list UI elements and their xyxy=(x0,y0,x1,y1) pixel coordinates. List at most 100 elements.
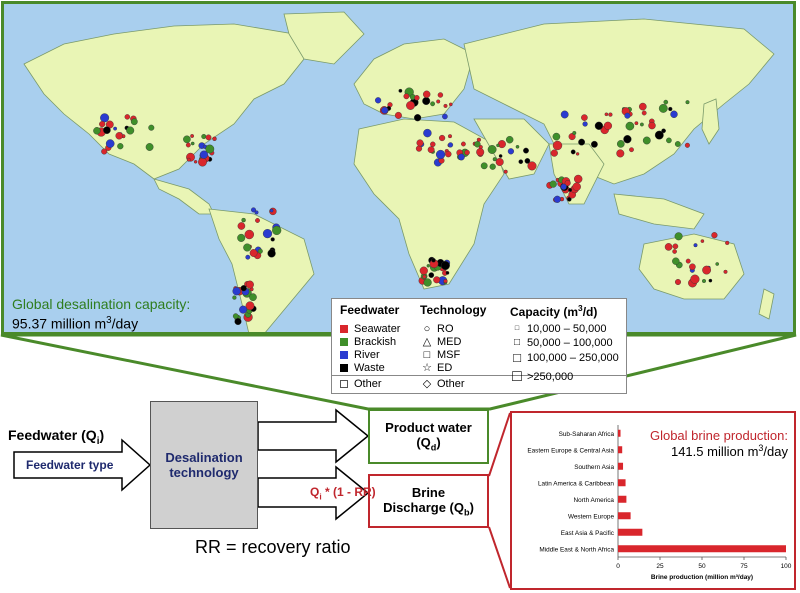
plant-marker xyxy=(663,99,669,105)
plant-marker xyxy=(243,243,252,252)
plant-marker xyxy=(640,122,644,127)
plant-marker xyxy=(661,128,666,134)
legend-tech-med: △MED xyxy=(420,335,462,349)
plant-marker xyxy=(457,153,465,161)
bar xyxy=(618,429,621,437)
plant-marker xyxy=(101,148,108,155)
new-zealand xyxy=(758,288,775,320)
plant-marker xyxy=(642,136,651,145)
plant-marker xyxy=(506,135,514,144)
asia xyxy=(463,18,775,185)
plant-marker xyxy=(581,114,588,121)
legend-tech-other: ◇Other xyxy=(420,377,465,391)
bar xyxy=(618,446,623,454)
plant-marker xyxy=(668,106,673,112)
plant-marker xyxy=(639,102,647,111)
plant-marker xyxy=(616,149,625,158)
legend-capacity-2: □50,000 – 100,000 xyxy=(510,336,613,349)
plant-marker xyxy=(431,258,436,263)
plant-marker xyxy=(674,141,681,147)
plant-marker xyxy=(725,240,730,245)
plant-marker xyxy=(381,106,389,114)
plant-marker xyxy=(489,163,496,170)
plant-marker xyxy=(232,287,241,296)
plant-marker xyxy=(437,92,444,98)
plant-marker xyxy=(113,126,118,131)
land-masses xyxy=(23,11,775,332)
category-label: Southern Asia xyxy=(574,464,614,471)
plant-marker xyxy=(269,208,274,213)
plant-marker xyxy=(675,279,682,286)
plant-marker xyxy=(272,225,282,236)
plant-marker xyxy=(105,139,115,148)
central-america xyxy=(153,178,215,215)
plant-marker xyxy=(564,180,571,187)
bar xyxy=(618,512,631,520)
plant-marker xyxy=(604,112,609,117)
plant-marker xyxy=(480,162,488,170)
plant-marker xyxy=(552,140,563,151)
plant-marker xyxy=(241,217,246,223)
legend-tech-msf: □MSF xyxy=(420,348,461,361)
brine-chart-panel: Global brine production:141.5 million m3… xyxy=(510,411,796,590)
plant-marker xyxy=(244,229,255,240)
plant-marker xyxy=(658,104,668,113)
plant-marker xyxy=(443,279,448,284)
plant-marker xyxy=(239,305,248,314)
plant-marker xyxy=(684,142,690,148)
product-arrow xyxy=(257,408,370,464)
plant-marker xyxy=(232,313,239,319)
plant-marker xyxy=(523,147,529,154)
plant-marker xyxy=(205,134,212,141)
plant-marker xyxy=(240,285,247,292)
swatch xyxy=(340,350,348,359)
category-label: Western Europe xyxy=(568,513,615,520)
legend-tech-ro: ○RO xyxy=(420,322,454,335)
chart-title: Global brine production: xyxy=(650,428,788,443)
x-tick-label: 75 xyxy=(740,563,748,570)
plant-marker xyxy=(439,134,446,142)
plant-marker xyxy=(433,276,441,284)
square-icon: □ xyxy=(423,348,431,361)
chart-subtitle: 141.5 million m3/day xyxy=(671,443,789,459)
plant-marker xyxy=(262,229,273,239)
legend-capacity-1: □10,000 – 50,000 xyxy=(510,322,607,335)
plant-marker xyxy=(711,232,718,239)
plant-marker xyxy=(423,90,431,99)
category-label: Eastern Europe & Central Asia xyxy=(527,447,614,454)
plant-marker xyxy=(145,143,154,151)
plant-marker xyxy=(549,180,557,188)
diamond-icon: ◇ xyxy=(422,378,432,390)
feedwater-arrow xyxy=(13,438,152,492)
plant-marker xyxy=(245,301,255,311)
plant-marker xyxy=(550,149,558,157)
desalination-technology-box: Desalination technology xyxy=(150,401,258,529)
legend-capacity-title: Capacity (m3/d) xyxy=(510,303,598,319)
plant-marker xyxy=(249,249,258,257)
brine-arrow xyxy=(257,465,370,521)
plant-marker xyxy=(103,126,111,134)
product-label: Product water xyxy=(385,420,472,436)
plant-marker xyxy=(608,112,613,117)
plant-marker xyxy=(270,237,275,242)
plant-marker xyxy=(685,100,690,105)
plant-marker xyxy=(575,152,580,156)
plant-marker xyxy=(126,126,135,135)
plant-marker xyxy=(375,97,382,104)
plant-marker xyxy=(117,143,124,150)
plant-marker xyxy=(674,232,683,241)
plant-marker xyxy=(255,218,260,223)
plant-marker xyxy=(625,121,635,131)
plant-marker xyxy=(148,124,155,131)
plant-marker xyxy=(476,148,485,157)
plant-marker xyxy=(423,128,432,138)
swatch xyxy=(340,363,348,372)
plant-marker xyxy=(492,157,497,162)
plant-marker xyxy=(257,248,263,254)
plant-marker xyxy=(708,278,713,283)
plant-marker xyxy=(183,135,191,144)
plant-marker xyxy=(518,159,524,164)
legend-capacity-4: □>250,000 xyxy=(510,368,573,385)
europe xyxy=(353,38,475,120)
plant-marker xyxy=(398,88,403,93)
